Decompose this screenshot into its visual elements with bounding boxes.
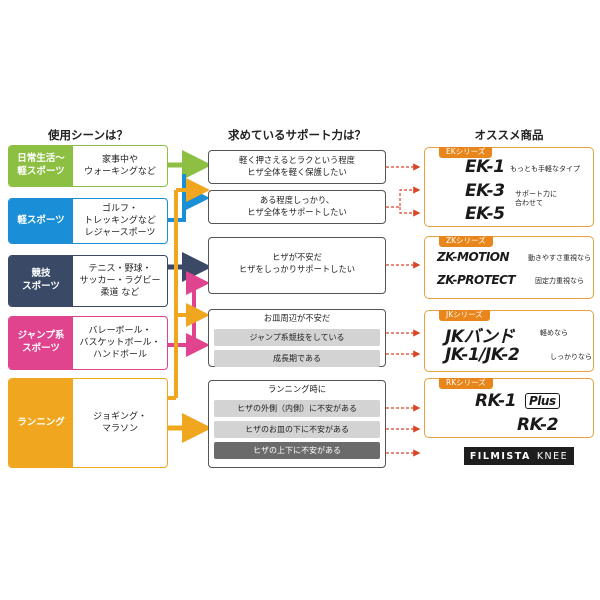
need-text: ヒザが不安だ ヒザをしっかりサポートしたい	[238, 252, 356, 274]
scene-activity: ジョギング・ マラソン	[92, 411, 147, 434]
product-note: 軽めなら	[540, 329, 568, 337]
need-text: ある程度しっかり、 ヒザ全体をサポートしたい	[247, 195, 347, 217]
product-ek-series: EKシリーズ EK-1 もっとも手軽なタイプ EK-3 EK-5 サポート力に …	[424, 147, 594, 227]
header-scene: 使用シーンは？	[48, 128, 128, 142]
product-note: 固定力重視なら	[535, 277, 584, 285]
scene-jump-sports: ジャンプ系 スポーツ バレーボール・ バスケットボール・ ハンドボール	[8, 316, 168, 370]
product-filmista-knee: FILMISTA KNEE	[464, 447, 574, 465]
product-zk-protect: ZK-PROTECT	[437, 273, 516, 287]
need-text: お皿周辺が不安だ	[263, 313, 331, 323]
need-text: 軽く押さえるとラクという程度 ヒザ全体を軽く保護したい	[239, 155, 355, 177]
product-rk1: RK-1	[475, 391, 517, 411]
series-badge: RKシリーズ	[439, 378, 493, 389]
product-note: 動きやすさ重視なら	[528, 254, 591, 262]
scene-activity: 家事中や ウォーキングなど	[84, 154, 156, 177]
need-running: ランニング時に ヒザの外側（内側）に不安がある ヒザのお皿の下に不安がある ヒザ…	[208, 380, 386, 468]
scene-tag: ジャンプ系 スポーツ	[9, 317, 73, 369]
product-jk-series: JKシリーズ JKバンド 軽めなら JK-1/JK-2 しっかりなら	[424, 310, 594, 372]
scene-activity: テニス・野球・ サッカー・ラグビー 柔道 など	[79, 263, 161, 299]
scene-running: ランニング ジョギング・ マラソン	[8, 378, 168, 468]
product-ek5: EK-5	[465, 204, 505, 224]
product-jk-band: JKバンド	[445, 327, 514, 347]
product-jk1-jk2: JK-1/JK-2	[445, 345, 520, 365]
filmista-knee-text: KNEE	[536, 450, 569, 462]
series-badge: ZKシリーズ	[439, 236, 493, 247]
scene-tag: ランニング	[9, 379, 73, 467]
scene-activity: バレーボール・ バスケットボール・ ハンドボール	[79, 325, 161, 361]
need-light-protection: 軽く押さえるとラクという程度 ヒザ全体を軽く保護したい	[208, 150, 386, 184]
filmista-logo-text: FILMISTA	[469, 450, 531, 462]
need-option: 成長期である	[214, 349, 380, 367]
scene-light-sports: 軽スポーツ ゴルフ・ トレッキングなど レジャースポーツ	[8, 198, 168, 244]
scene-tag: 日常生活〜 軽スポーツ	[9, 146, 73, 186]
scene-activity: ゴルフ・ トレッキングなど レジャースポーツ	[84, 203, 156, 239]
header-product: オススメ商品	[474, 128, 544, 142]
need-kneecap: お皿周辺が不安だ ジャンプ系競技をしている 成長期である	[208, 309, 386, 367]
need-option: ヒザの上下に不安がある	[214, 441, 380, 460]
product-ek3: EK-3	[465, 181, 505, 201]
need-moderate-support: ある程度しっかり、 ヒザ全体をサポートしたい	[208, 190, 386, 224]
product-note: もっとも手軽なタイプ	[510, 165, 580, 173]
product-rk-series: RKシリーズ RK-1 Plus RK-2	[424, 378, 594, 438]
series-badge: JKシリーズ	[439, 310, 490, 321]
need-text: ランニング時に	[267, 384, 327, 394]
product-note: しっかりなら	[550, 353, 592, 361]
product-rk2: RK-2	[517, 415, 559, 435]
scene-tag: 軽スポーツ	[9, 199, 73, 243]
need-firm-support: ヒザが不安だ ヒザをしっかりサポートしたい	[208, 237, 386, 294]
product-zk-motion: ZK-MOTION	[437, 250, 510, 264]
product-note: サポート力に 合わせて	[515, 190, 557, 208]
product-zk-series: ZKシリーズ ZK-MOTION 動きやすさ重視なら ZK-PROTECT 固定…	[424, 236, 594, 299]
product-rk1-plus: Plus	[525, 393, 560, 409]
scene-competitive-sports: 競技 スポーツ テニス・野球・ サッカー・ラグビー 柔道 など	[8, 255, 168, 307]
header-support: 求めているサポート力は？	[228, 128, 366, 142]
need-option: ジャンプ系競技をしている	[214, 328, 380, 346]
series-badge: EKシリーズ	[439, 147, 493, 158]
product-ek1: EK-1	[465, 157, 505, 177]
scene-tag: 競技 スポーツ	[9, 256, 73, 306]
need-option: ヒザの外側（内側）に不安がある	[214, 399, 380, 417]
need-option: ヒザのお皿の下に不安がある	[214, 420, 380, 438]
scene-daily-life: 日常生活〜 軽スポーツ 家事中や ウォーキングなど	[8, 145, 168, 187]
